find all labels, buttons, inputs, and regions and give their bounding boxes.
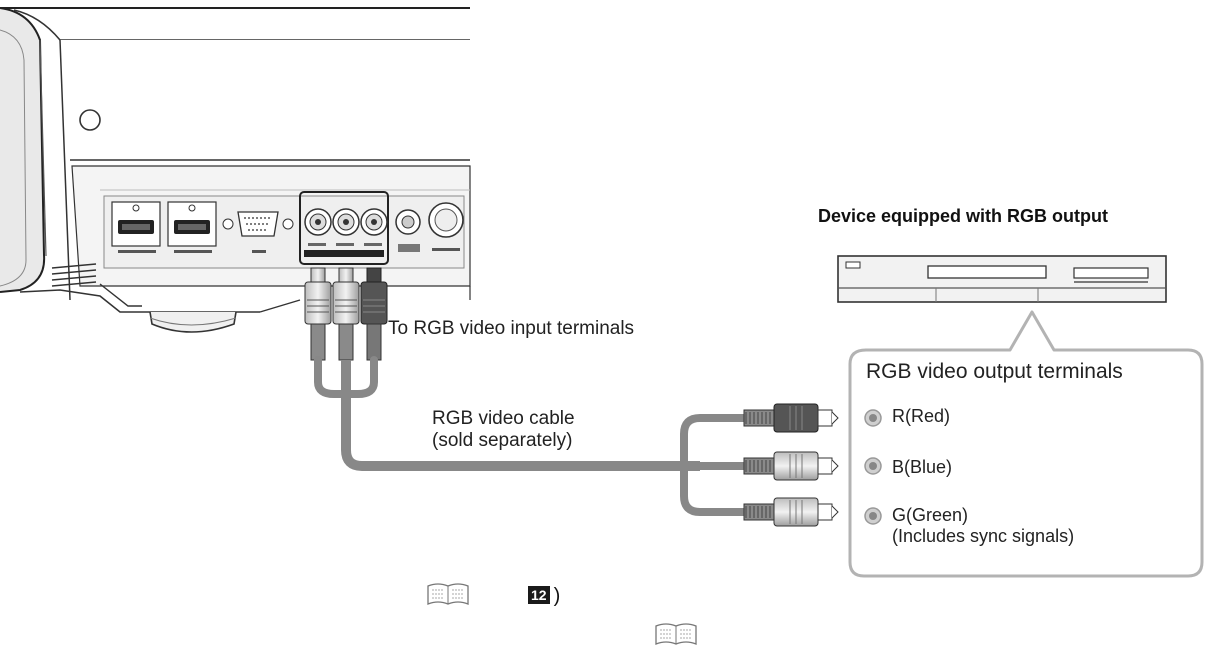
screw-hole xyxy=(79,109,101,131)
cable-plug-right-g xyxy=(743,497,839,527)
terminal-name: G(Green) xyxy=(892,505,969,525)
terminal-name: B(Blue) xyxy=(892,457,953,477)
callout-title: RGB video output terminals xyxy=(866,360,1123,383)
terminal-name: R(Red) xyxy=(892,406,951,426)
page-reference[interactable]: 12) xyxy=(528,585,560,608)
terminal-dot-b xyxy=(864,457,882,475)
terminals-callout xyxy=(848,310,1204,578)
page-number-badge: 12 xyxy=(528,586,550,604)
device-title: Device equipped with RGB output xyxy=(818,206,1109,226)
projector xyxy=(0,7,471,333)
book-icon[interactable] xyxy=(655,623,697,645)
vent-grille xyxy=(51,263,97,287)
cable-plug-right-b xyxy=(743,451,839,481)
cable-plug-right-r xyxy=(743,403,839,433)
terminal-dot-g xyxy=(864,507,882,525)
s-video-jack xyxy=(428,202,464,251)
cable-plug-left-1 xyxy=(304,267,332,361)
rgb-input-highlight xyxy=(299,191,389,265)
book-icon[interactable] xyxy=(427,583,469,605)
rgb-video-cable xyxy=(304,267,839,527)
terminal-label-b: B(Blue) xyxy=(892,457,952,478)
page-ref-paren: ) xyxy=(553,585,561,607)
cable-plug-left-3 xyxy=(360,267,388,361)
terminal-note: (Includes sync signals) xyxy=(892,526,1075,546)
cable-label: RGB video cable (sold separately) xyxy=(432,408,575,452)
cable-note: (sold separately) xyxy=(432,430,573,451)
source-device xyxy=(837,255,1167,303)
pc-port xyxy=(222,211,294,253)
cable-plug-left-2 xyxy=(332,267,360,361)
terminal-label-r: R(Red) xyxy=(892,406,950,427)
hdmi-2-port xyxy=(167,201,217,253)
hdmi-1-port xyxy=(111,201,161,253)
cable-name: RGB video cable xyxy=(432,408,575,429)
video-jack xyxy=(395,209,421,252)
input-terminals-label: To RGB video input terminals xyxy=(388,318,635,339)
terminal-label-g: G(Green) (Includes sync signals) xyxy=(892,505,1074,547)
rgb-input-jacks xyxy=(304,208,388,257)
terminal-dot-r xyxy=(864,409,882,427)
